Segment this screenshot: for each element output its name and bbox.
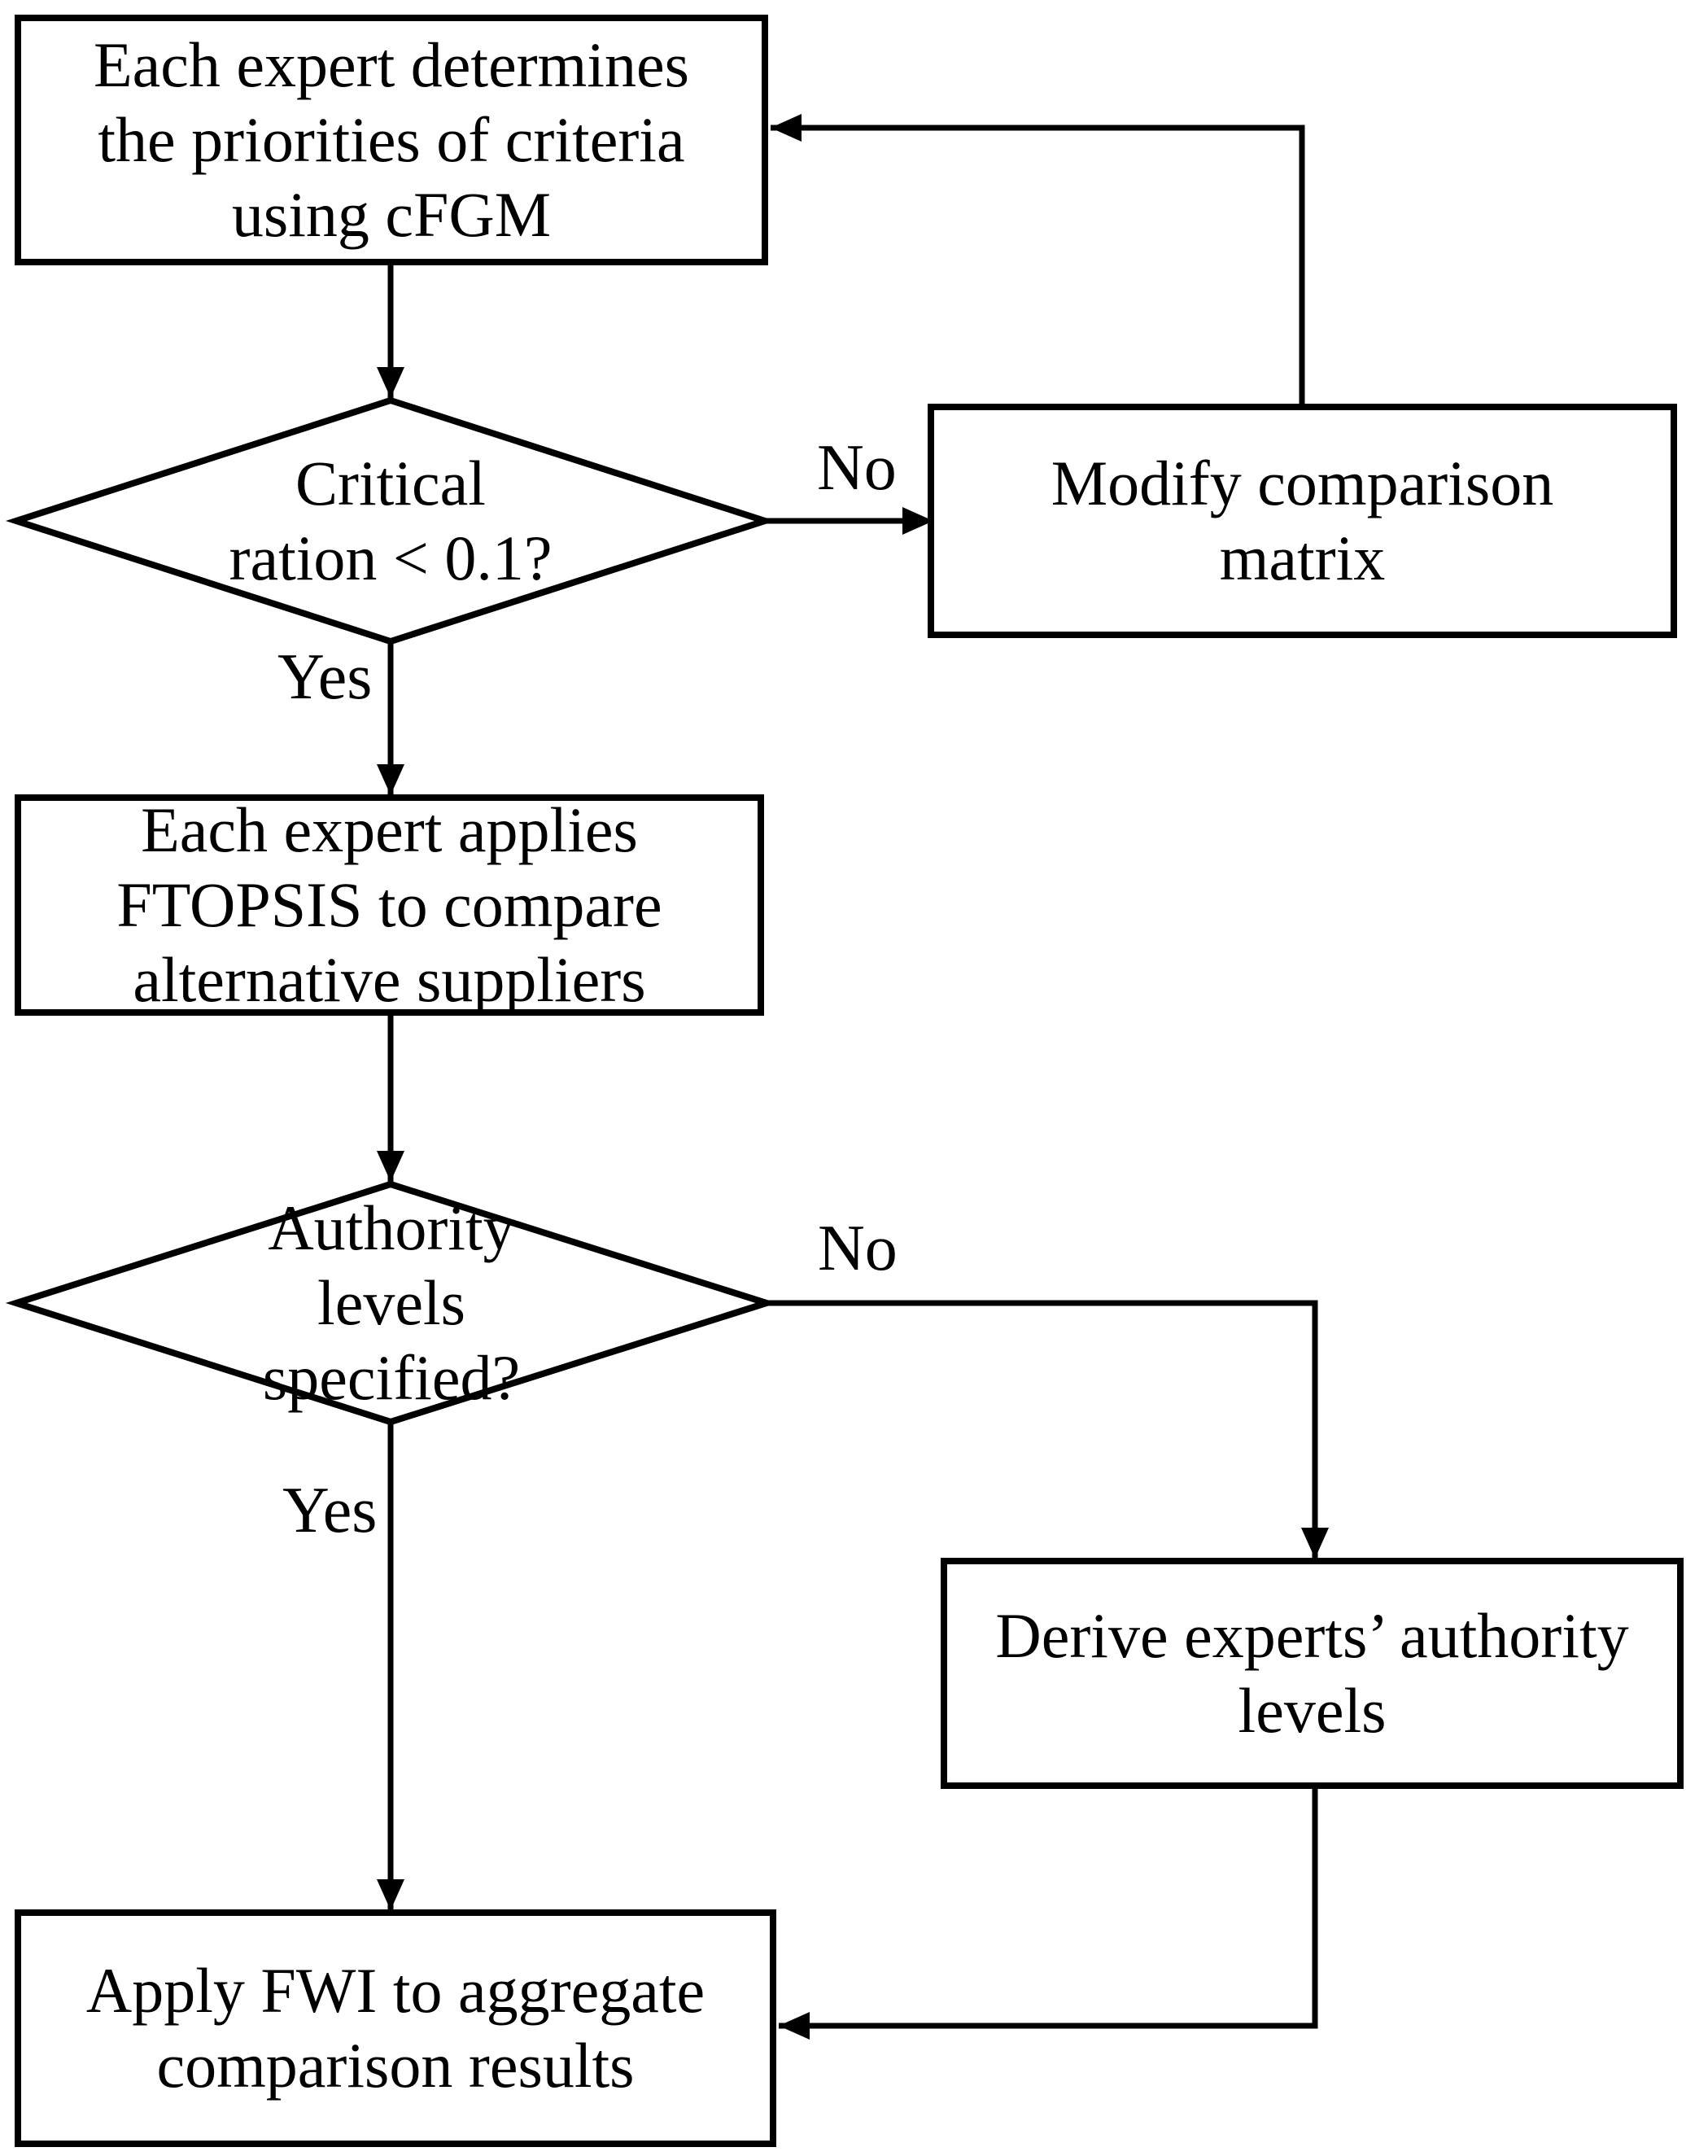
node-apply-ftopsis-label: Each expert applies FTOPSIS to compare a…: [116, 794, 662, 1016]
node-determine-priorities-label: Each expert determines the priorities of…: [94, 28, 689, 251]
edge-label-authority-no: No: [818, 1213, 898, 1284]
edge-derive-to-fwi: [779, 1786, 1318, 2040]
node-derive-authority-shape: [941, 1558, 1684, 1789]
node-apply-fwi-label: Apply FWI to aggregate comparison result…: [85, 1954, 705, 2101]
edge-authority-no-to-derive: [767, 1300, 1329, 1559]
edge-label-consistency-no: No: [817, 432, 897, 504]
node-apply-fwi-shape: [15, 1909, 776, 2147]
node-consistency-check-shape: [5, 396, 776, 645]
node-consistency-check-label: Critical ration < 0.1?: [229, 447, 553, 593]
node-authority-check-shape: [5, 1180, 778, 1426]
edge-modify-to-determine-feedback: [771, 114, 1305, 407]
edge-label-consistency-yes: Yes: [277, 641, 373, 713]
node-apply-ftopsis-shape: [15, 794, 764, 1016]
edge-label-authority-yes: Yes: [282, 1475, 378, 1546]
node-modify-matrix-label: Modify comparison matrix: [1051, 447, 1554, 593]
node-modify-matrix-shape: [928, 404, 1677, 638]
node-determine-priorities-shape: [15, 15, 768, 265]
node-derive-authority-label: Derive experts’ authority levels: [995, 1599, 1629, 1746]
node-authority-check-label: Authority levels specified?: [262, 1192, 521, 1414]
